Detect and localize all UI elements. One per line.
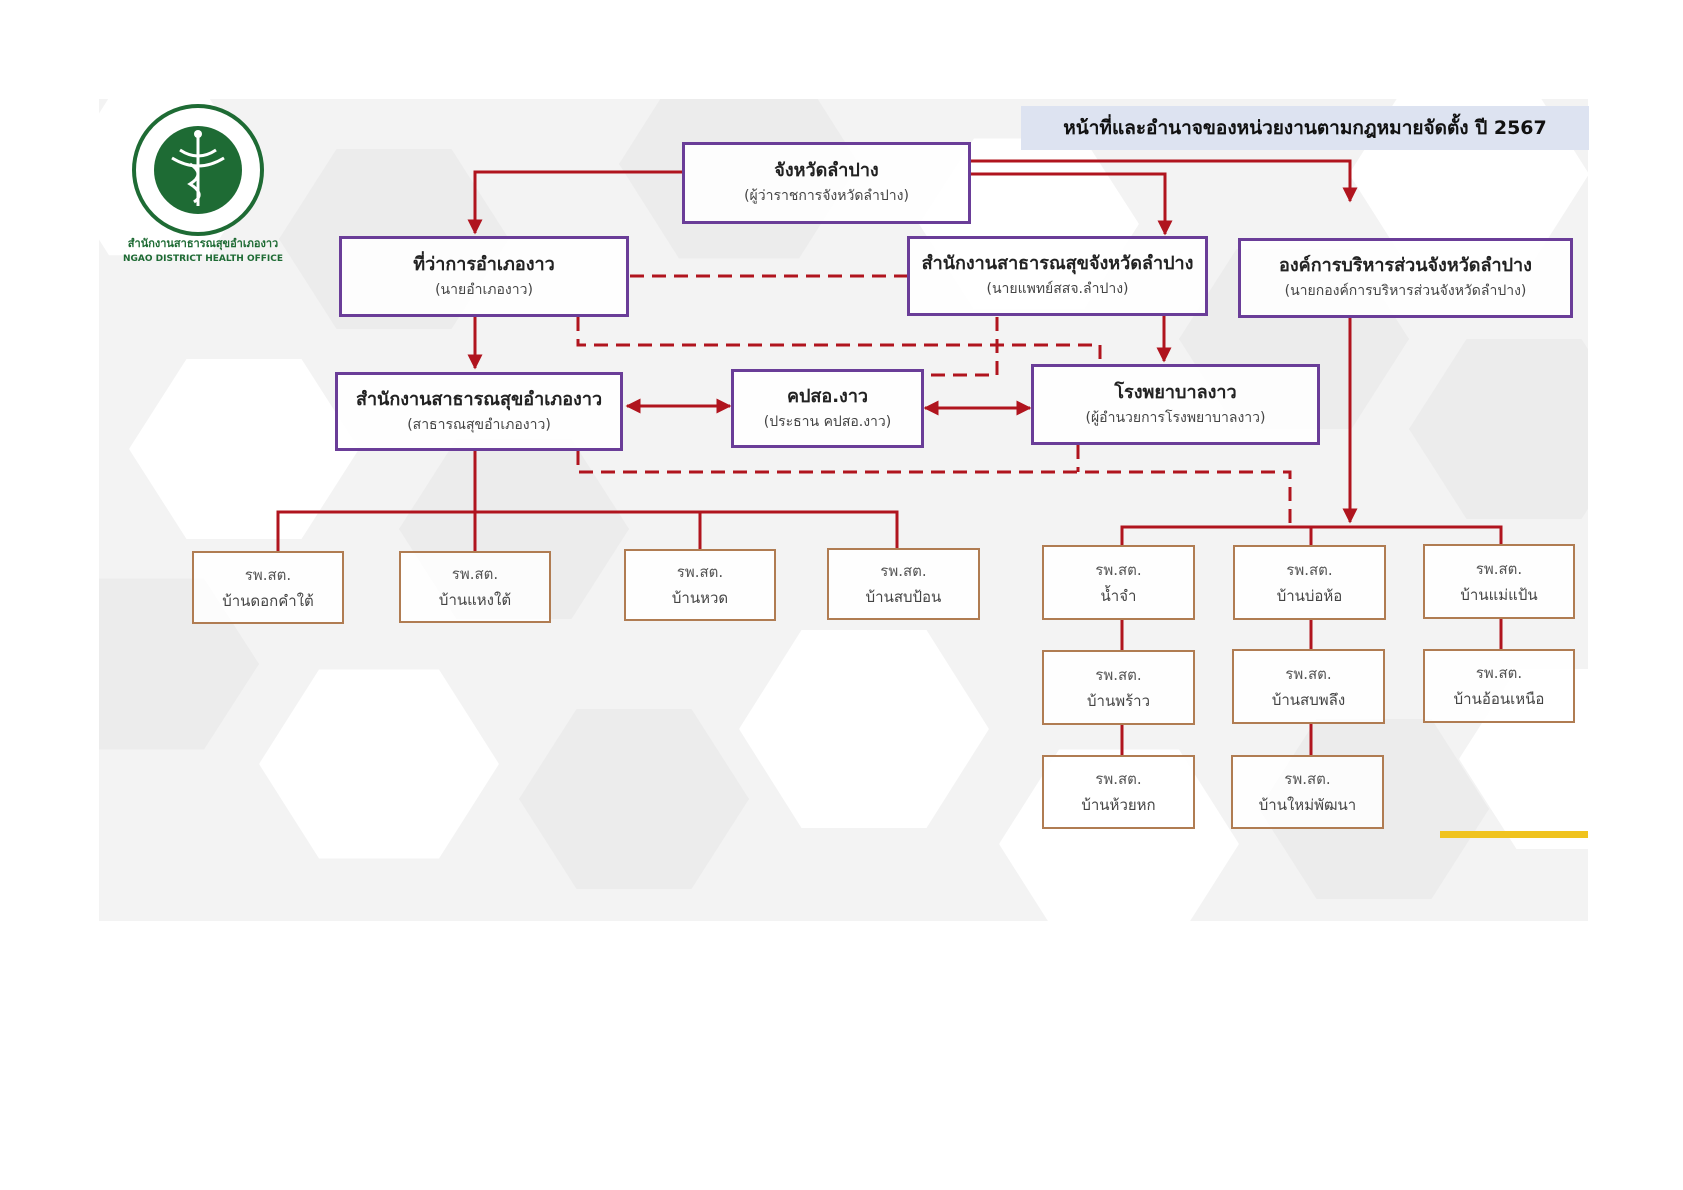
- health-unit-type: รพ.สต.: [1475, 559, 1523, 578]
- health-unit-type: รพ.สต.: [1095, 560, 1142, 579]
- health-unit-box: รพ.สต. บ้านบ่อห้อ: [1233, 545, 1386, 620]
- health-unit-type: รพ.สต.: [451, 565, 499, 583]
- ministry-logo-icon: [132, 104, 264, 236]
- node-ngao-hospital: โรงพยาบาลงาว (ผู้อำนวยการโรงพยาบาลงาว): [1031, 364, 1320, 445]
- health-unit-box: รพ.สต. บ้านห้วยหก: [1042, 755, 1195, 829]
- health-unit-name: บ้านสบป้อน: [865, 588, 942, 606]
- node-name: โรงพยาบาลงาว: [1114, 381, 1237, 403]
- logo-name-english: NGAO DISTRICT HEALTH OFFICE: [122, 254, 283, 264]
- node-name: สำนักงานสาธารณสุขจังหวัดลำปาง: [921, 253, 1194, 274]
- health-unit-type: รพ.สต.: [1095, 770, 1142, 788]
- health-unit-type: รพ.สต.: [1286, 560, 1333, 579]
- health-unit-type: รพ.สต.: [1285, 664, 1332, 683]
- health-unit-name: บ้านแหงใต้: [438, 591, 512, 609]
- hexagon-background: [99, 99, 1588, 921]
- node-name: องค์การบริหารส่วนจังหวัดลำปาง: [1279, 255, 1532, 276]
- health-unit-box: รพ.สต. บ้านสบพลึง: [1232, 649, 1385, 724]
- health-unit-type: รพ.สต.: [676, 563, 724, 581]
- health-unit-name: บ้านบ่อห้อ: [1276, 586, 1343, 605]
- node-role: (นายกองค์การบริหารส่วนจังหวัดลำปาง): [1284, 283, 1527, 299]
- page-title: หน้าที่และอำนาจของหน่วยงานตามกฎหมายจัดตั…: [1021, 106, 1589, 150]
- health-unit-name: บ้านสบพลึง: [1271, 690, 1346, 709]
- node-province: จังหวัดลำปาง (ผู้ว่าราชการจังหวัดลำปาง): [682, 142, 971, 224]
- health-unit-box: รพ.สต. บ้านใหม่พัฒนา: [1231, 755, 1384, 829]
- health-unit-name: บ้านดอกคำใต้: [222, 591, 314, 610]
- node-role: (นายอำเภองาว): [435, 281, 533, 298]
- health-unit-box: รพ.สต. บ้านหวด: [624, 549, 776, 621]
- node-name: จังหวัดลำปาง: [774, 160, 879, 181]
- health-unit-name: บ้านแม่แป้น: [1460, 585, 1538, 604]
- arrow-province-to-pao: [971, 159, 1358, 203]
- health-unit-type: รพ.สต.: [244, 565, 292, 584]
- accent-bar: [1440, 831, 1588, 838]
- node-provincial-health-office: สำนักงานสาธารณสุขจังหวัดลำปาง (นายแพทย์ส…: [907, 236, 1208, 316]
- health-unit-name: บ้านอ้อนเหนือ: [1453, 690, 1545, 708]
- health-unit-type: รพ.สต.: [880, 562, 927, 580]
- node-role: (ผู้ว่าราชการจังหวัดลำปาง): [744, 188, 909, 204]
- health-unit-box: รพ.สต. น้ำจำ: [1042, 545, 1195, 620]
- health-unit-box: รพ.สต. บ้านแม่แป้น: [1423, 544, 1575, 619]
- health-unit-name: บ้านหวด: [671, 589, 729, 607]
- health-unit-box: รพ.สต. บ้านแหงใต้: [399, 551, 551, 623]
- health-unit-type: รพ.สต.: [1095, 665, 1142, 684]
- node-name: สำนักงานสาธารณสุขอำเภองาว: [355, 388, 603, 410]
- node-role: (สาธารณสุขอำเภองาว): [407, 416, 551, 433]
- node-role: (ผู้อำนวยการโรงพยาบาลงาว): [1085, 409, 1266, 426]
- dashed-provincial-health-to-dhb: [928, 317, 999, 377]
- health-unit-box: รพ.สต. บ้านสบป้อน: [827, 548, 980, 620]
- dashed-district-to-hospital: [576, 317, 1102, 363]
- node-district-office: ที่ว่าการอำเภองาว (นายอำเภองาว): [339, 236, 629, 317]
- health-unit-box: รพ.สต. บ้านดอกคำใต้: [192, 551, 344, 624]
- health-unit-box: รพ.สต. บ้านอ้อนเหนือ: [1423, 649, 1575, 723]
- node-name: ที่ว่าการอำเภองาว: [413, 253, 555, 275]
- node-district-health-office: สำนักงานสาธารณสุขอำเภองาว (สาธารณสุขอำเภ…: [335, 372, 623, 451]
- bus-left-horizontal: [276, 510, 899, 551]
- arrow-province-to-provincial-health: [971, 172, 1173, 236]
- dashed-district-health-to-units: [576, 451, 1292, 524]
- health-unit-name: น้ำจำ: [1100, 586, 1137, 605]
- health-unit-type: รพ.สต.: [1475, 664, 1523, 682]
- node-provincial-admin-org: องค์การบริหารส่วนจังหวัดลำปาง (นายกองค์ก…: [1238, 238, 1573, 318]
- health-unit-name: บ้านห้วยหก: [1081, 796, 1156, 814]
- node-district-health-board: คปสอ.งาว (ประธาน คปสอ.งาว): [731, 369, 924, 448]
- logo-name-thai: สำนักงานสาธารณสุขอำเภองาว: [127, 237, 279, 250]
- health-unit-type: รพ.สต.: [1284, 770, 1331, 788]
- arrow-province-to-district: [467, 170, 682, 235]
- node-role: (นายแพทย์สสจ.ลำปาง): [986, 281, 1129, 297]
- health-unit-name: บ้านพร้าว: [1087, 691, 1150, 710]
- health-unit-name: บ้านใหม่พัฒนา: [1258, 796, 1357, 814]
- node-name: คปสอ.งาว: [786, 385, 869, 407]
- node-role: (ประธาน คปสอ.งาว): [763, 413, 892, 430]
- health-unit-box: รพ.สต. บ้านพร้าว: [1042, 650, 1195, 725]
